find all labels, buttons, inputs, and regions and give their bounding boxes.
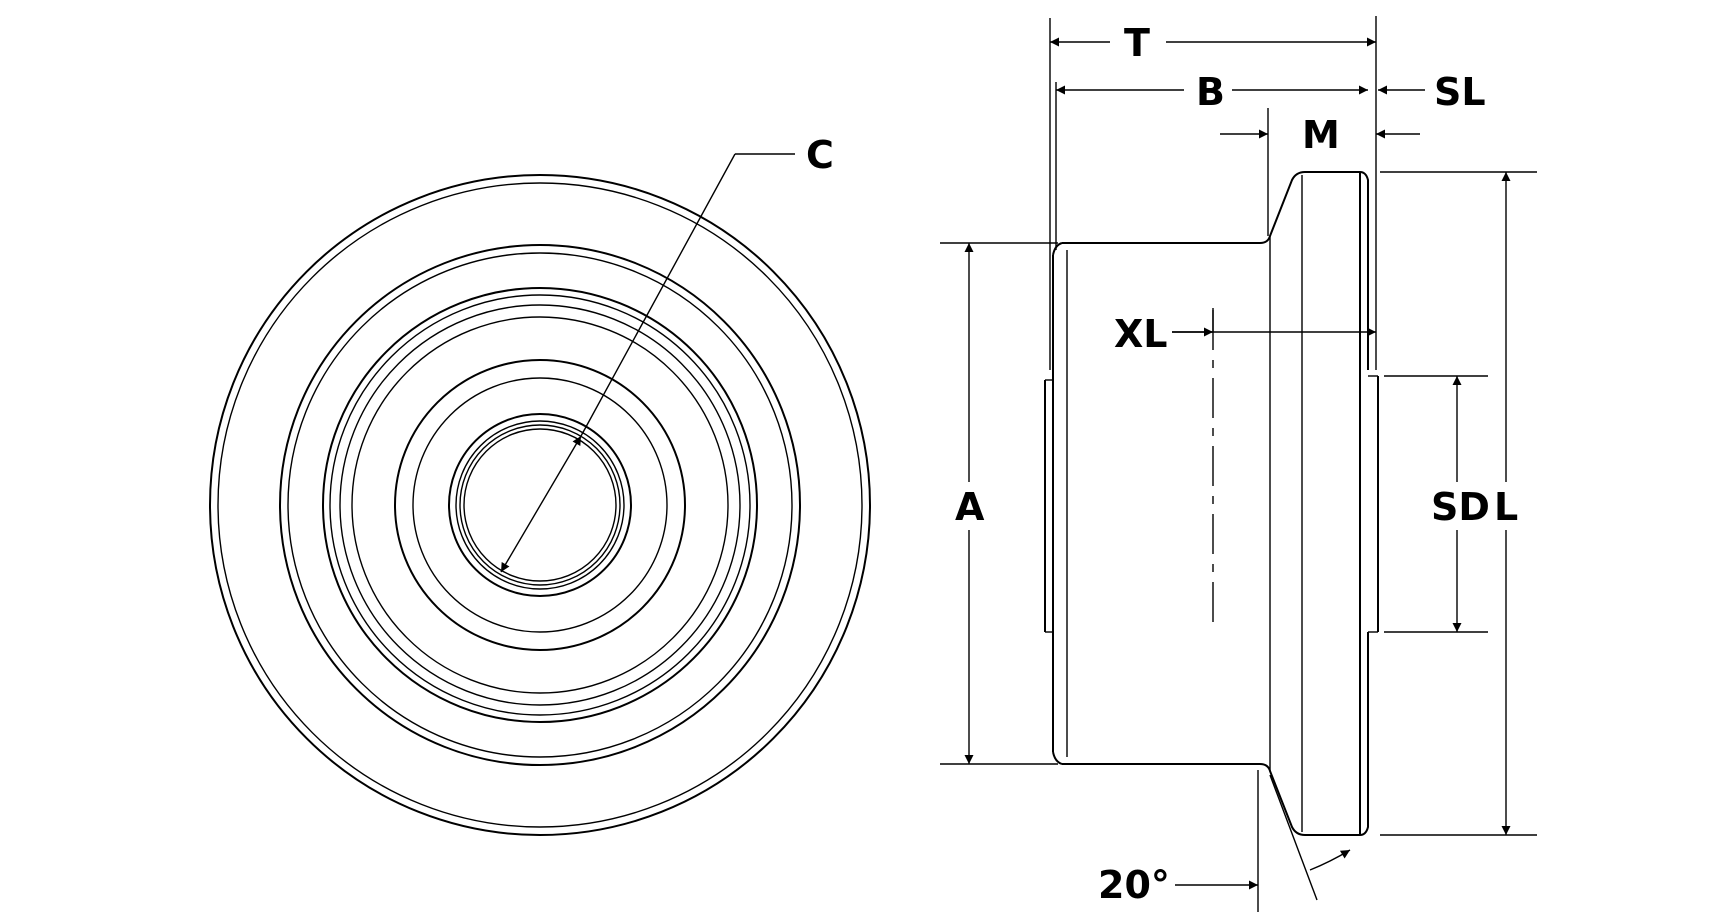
label-sl: SL [1434, 70, 1486, 114]
outer-ring-chamfer-circle [287, 252, 793, 758]
inner-ring-outer-circle [394, 359, 686, 651]
seal-circle-2 [339, 304, 741, 706]
label-c: C [806, 133, 834, 177]
bore-edge-circle [463, 428, 617, 582]
bore-inner-circle [459, 424, 621, 586]
label-m: M [1302, 113, 1340, 157]
label-sd: SD [1431, 485, 1490, 529]
label-b: B [1196, 70, 1225, 114]
c-diameter-line [500, 435, 582, 573]
outer-flange-circle [209, 174, 871, 836]
label-l: L [1494, 485, 1518, 529]
bore-circle [455, 420, 625, 590]
label-t: T [1124, 21, 1150, 65]
body-left-chamfer-bottom [1052, 751, 1063, 765]
seal-circle-3 [351, 316, 729, 694]
side-view: T B SL M XL A SD L 20° [940, 16, 1537, 912]
flange-inner-circle [217, 182, 863, 828]
label-angle: 20° [1098, 863, 1170, 907]
outer-ring-circle [279, 244, 801, 766]
label-xl: XL [1114, 312, 1168, 356]
dim-angle-arc [1309, 849, 1351, 871]
inner-ring-circle [412, 377, 668, 633]
flange-top-profile [1259, 171, 1369, 370]
c-leader-line [580, 153, 736, 437]
bore-chamfer-circle [448, 413, 632, 597]
seal-circle-1 [329, 294, 751, 716]
label-a: A [955, 485, 985, 529]
body-left-chamfer-top [1052, 242, 1063, 256]
seal-outer-circle [322, 287, 758, 723]
ext-angle-slant [1269, 774, 1318, 901]
flange-bottom-profile [1259, 632, 1369, 836]
front-view: C [209, 133, 871, 836]
